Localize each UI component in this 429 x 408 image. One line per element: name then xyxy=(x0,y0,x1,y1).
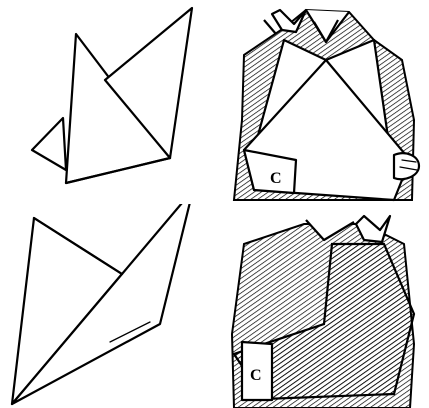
cuff-letter: C xyxy=(270,170,282,187)
folded-bandage-step-1 xyxy=(0,0,214,204)
arm-sling-side-view: C xyxy=(214,204,429,408)
cuff-letter: C xyxy=(250,367,262,384)
folded-bandage-step-2 xyxy=(0,204,214,408)
arm-sling-front-view: C xyxy=(214,0,429,204)
